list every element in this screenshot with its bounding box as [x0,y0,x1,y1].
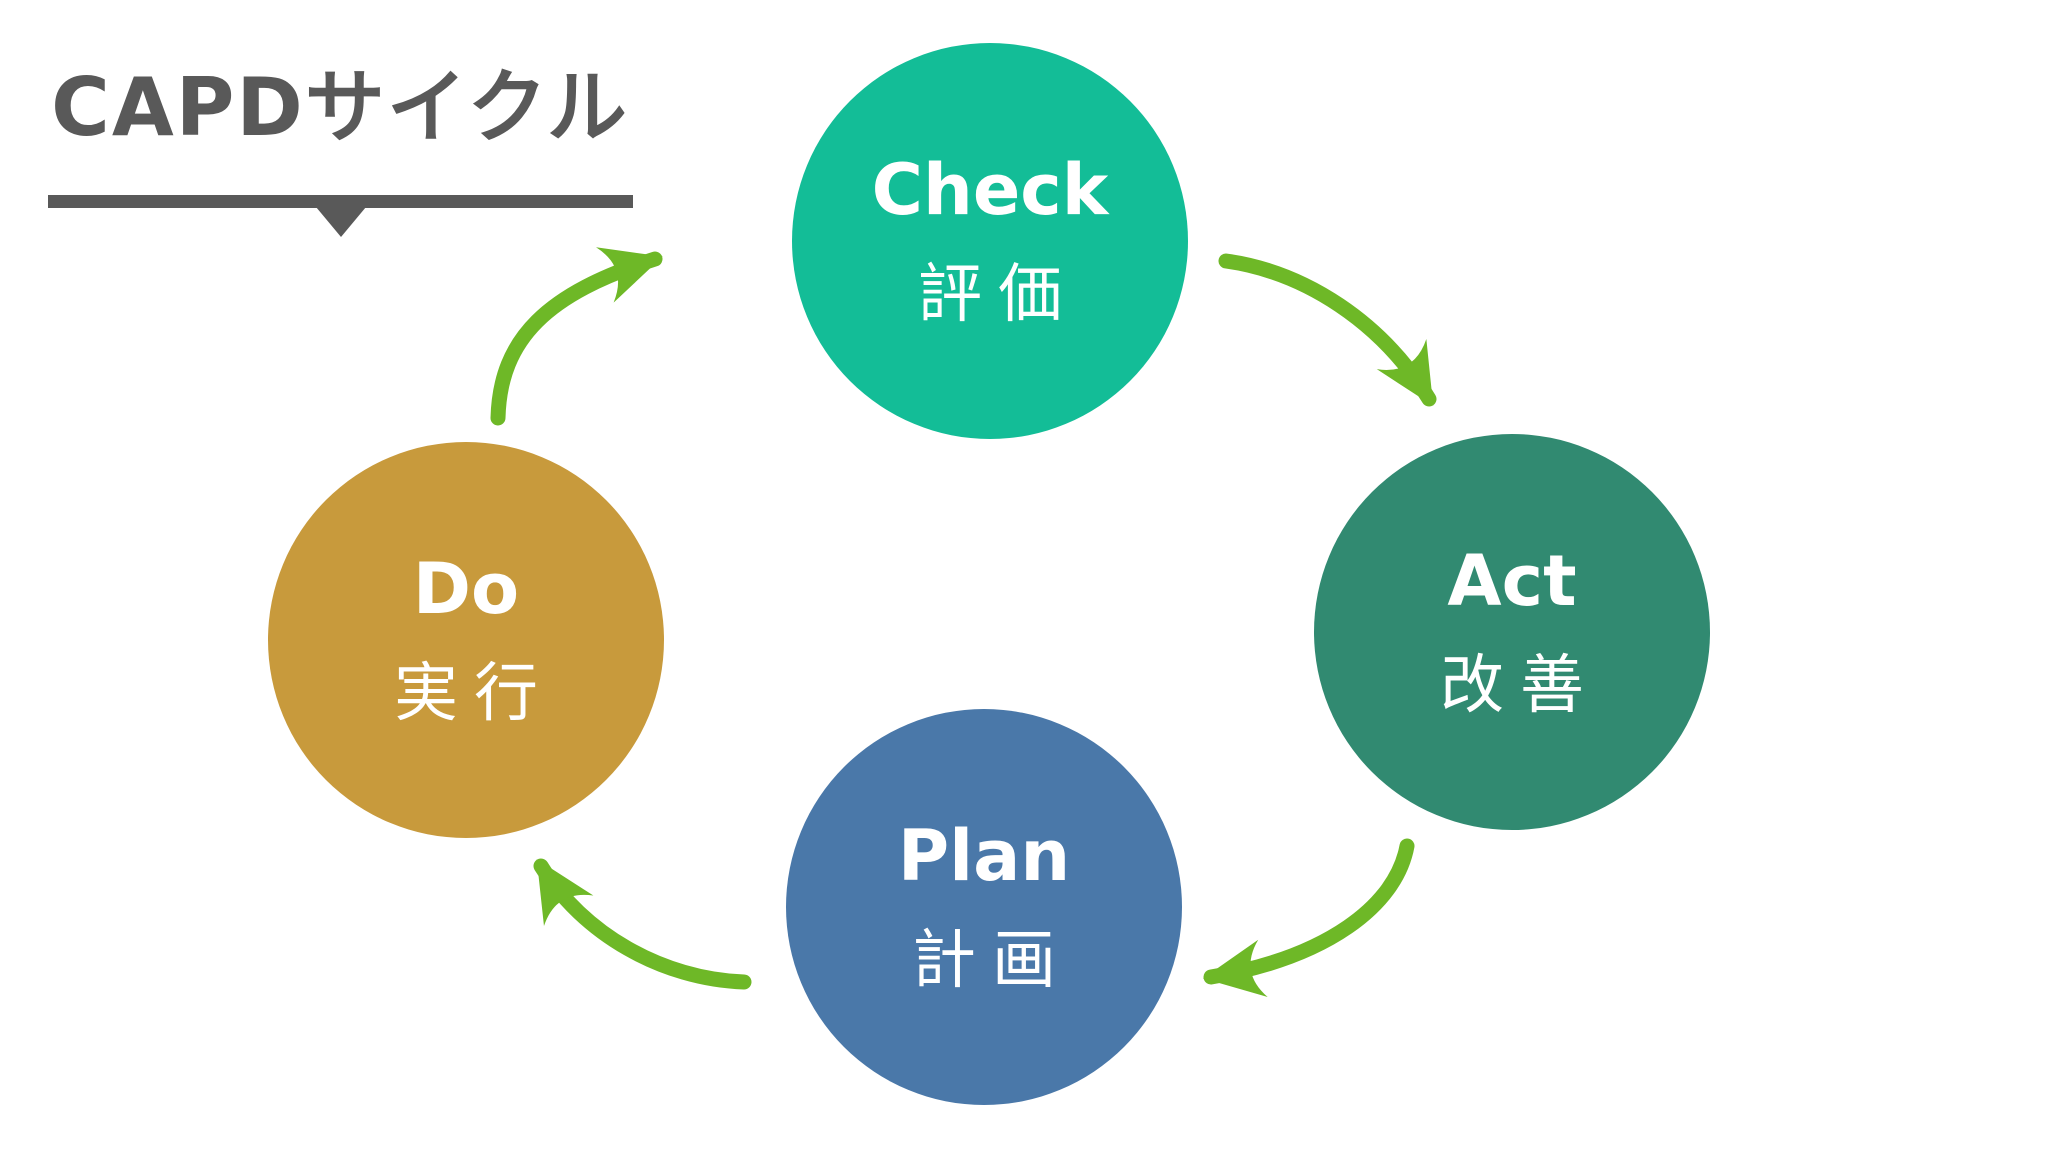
node-plan-label-ja: 計画 [912,924,1072,998]
node-plan: Plan 計画 [786,709,1182,1105]
node-do-label-ja: 実行 [394,657,554,731]
page-title: CAPDサイクル [51,61,629,154]
node-act-label-en: Act [1447,540,1577,622]
node-check-label-en: Check [871,149,1109,231]
arrow-plan-to-do [533,858,752,990]
node-check-label-ja: 評価 [918,258,1078,332]
title-underline [48,195,633,208]
node-do-label-en: Do [412,548,520,630]
node-act-label-ja: 改善 [1440,649,1600,723]
node-plan-label-en: Plan [897,815,1071,897]
node-check: Check 評価 [792,43,1188,439]
node-act: Act 改善 [1314,434,1710,830]
arrow-act-to-plan [1203,838,1415,998]
arrow-do-to-check [490,247,663,426]
node-do: Do 実行 [268,442,664,838]
arrow-check-to-act [1218,253,1437,407]
title-pointer-triangle [316,207,366,237]
